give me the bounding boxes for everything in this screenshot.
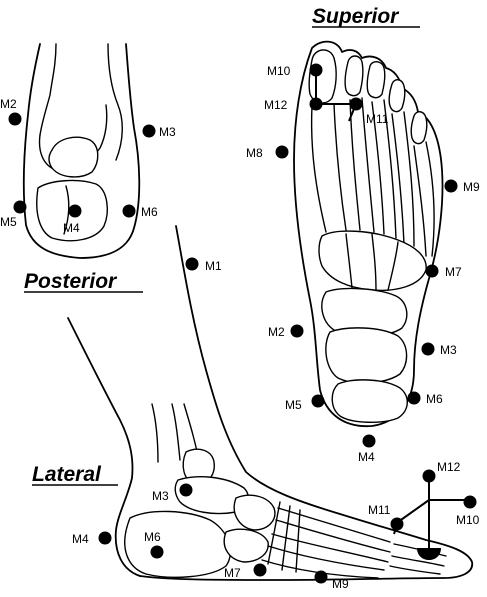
lateral-m6-marker [150, 545, 164, 559]
superior-metatarsal-1b [333, 103, 347, 231]
lateral-navicular [233, 494, 276, 531]
superior-calcaneus [331, 379, 408, 423]
superior-navicular [321, 287, 408, 337]
superior-metatarsal-4 [391, 113, 405, 245]
superior-m12-label: M12 [264, 98, 288, 112]
superior-toe-4 [388, 79, 406, 113]
lateral-m10-marker [463, 495, 477, 509]
posterior-m6-marker [122, 204, 136, 218]
posterior-talus [48, 136, 99, 178]
posterior-m4-marker [68, 204, 82, 218]
superior-metatarsal-5b [425, 141, 435, 257]
posterior-m6-label: M6 [141, 205, 158, 219]
lateral-toe-marker-half [417, 548, 441, 560]
superior-toe-1 [308, 49, 337, 104]
lateral-m7-marker [253, 563, 267, 577]
lateral-leg-front [139, 225, 474, 581]
lateral-m1-label: M1 [205, 259, 222, 273]
superior-m6-label: M6 [426, 392, 443, 406]
lateral-m3-label: M3 [152, 489, 169, 503]
posterior-calcaneus-line [63, 185, 70, 235]
lateral-tibia [151, 403, 159, 463]
posterior-leg-outline [22, 43, 141, 259]
lateral-metatarsal-1 [277, 507, 391, 543]
lateral-title: Lateral [32, 463, 102, 486]
lateral-m11-marker [390, 517, 404, 531]
superior-m11-marker [349, 97, 363, 111]
superior-m5-label: M5 [285, 398, 302, 412]
lateral-cuboid [223, 528, 269, 563]
lateral-m10-label: M10 [456, 513, 480, 527]
lateral-metatarsal-4 [267, 545, 385, 571]
lateral-m4-marker [98, 531, 112, 545]
superior-toe-5 [410, 111, 428, 145]
posterior-title: Posterior [24, 270, 118, 293]
superior-title: Superior [312, 5, 400, 28]
superior-m10-marker [309, 63, 323, 77]
lateral-m7-label: M7 [224, 566, 241, 580]
superior-metatarsal-3 [371, 101, 385, 235]
lateral-leg-back [67, 317, 141, 577]
superior-m8-marker [275, 145, 289, 159]
superior-toe-3 [366, 61, 386, 99]
lateral-m12-label: M12 [437, 460, 461, 474]
superior-m8-label: M8 [246, 146, 263, 160]
posterior-m5-label: M5 [0, 215, 17, 229]
lateral-metatarsal-5 [261, 559, 379, 579]
posterior-view: M2 M3 M5 M4 M6 Posterior [0, 43, 176, 293]
superior-metatarsal-3b [383, 99, 397, 239]
superior-metatarsal-2 [349, 99, 361, 231]
lateral-view: Lateral [32, 225, 480, 591]
superior-m4-label: M4 [358, 450, 375, 464]
lateral-m4-label: M4 [72, 532, 89, 546]
posterior-tibia [39, 43, 57, 136]
superior-m6-marker [407, 391, 421, 405]
superior-m11-label: M11 [366, 112, 389, 126]
superior-m2-label: M2 [268, 325, 285, 339]
superior-m9-marker [444, 179, 458, 193]
posterior-m3-marker [142, 124, 156, 138]
posterior-m3-label: M3 [159, 125, 176, 139]
superior-m10-label: M10 [267, 64, 291, 78]
posterior-m4-label: M4 [63, 221, 80, 235]
lateral-axis-diagonal [397, 499, 430, 523]
lateral-m6-label: M6 [144, 530, 161, 544]
superior-m7-marker [425, 264, 439, 278]
superior-cuneiform-lines [345, 233, 399, 291]
posterior-m2-label: M2 [0, 97, 17, 111]
superior-m9-label: M9 [463, 180, 480, 194]
superior-view: Superior [246, 5, 480, 464]
posterior-m5-marker [13, 200, 27, 214]
superior-metatarsal-1 [310, 105, 327, 233]
superior-metatarsal-4b [403, 111, 415, 247]
lateral-metatarsal-2 [275, 519, 391, 553]
superior-m3-marker [421, 342, 435, 356]
lateral-m1-marker [185, 257, 199, 271]
lateral-m9-label: M9 [332, 577, 349, 591]
superior-m12-marker [309, 97, 323, 111]
lateral-m11-label: M11 [368, 503, 391, 517]
lateral-fibula [171, 403, 181, 461]
superior-metatarsal-2b [361, 97, 375, 233]
lateral-calcaneus [124, 510, 231, 578]
lateral-midfoot-lines [267, 501, 301, 573]
superior-m2-marker [290, 324, 304, 338]
superior-m7-label: M7 [445, 265, 462, 279]
superior-m3-label: M3 [440, 343, 457, 357]
superior-cuneiforms [318, 230, 427, 292]
lateral-m12-marker [422, 469, 436, 483]
lateral-metatarsal-3 [271, 533, 389, 563]
superior-talus [325, 327, 408, 384]
posterior-fibula [107, 43, 123, 161]
superior-toe-2 [344, 55, 364, 97]
superior-m5-marker [311, 394, 325, 408]
superior-m4-marker [362, 434, 376, 448]
posterior-m2-marker [8, 112, 22, 126]
superior-metatarsal-5 [413, 145, 427, 257]
lateral-m9-marker [314, 570, 328, 584]
lateral-m3-marker [179, 483, 193, 497]
